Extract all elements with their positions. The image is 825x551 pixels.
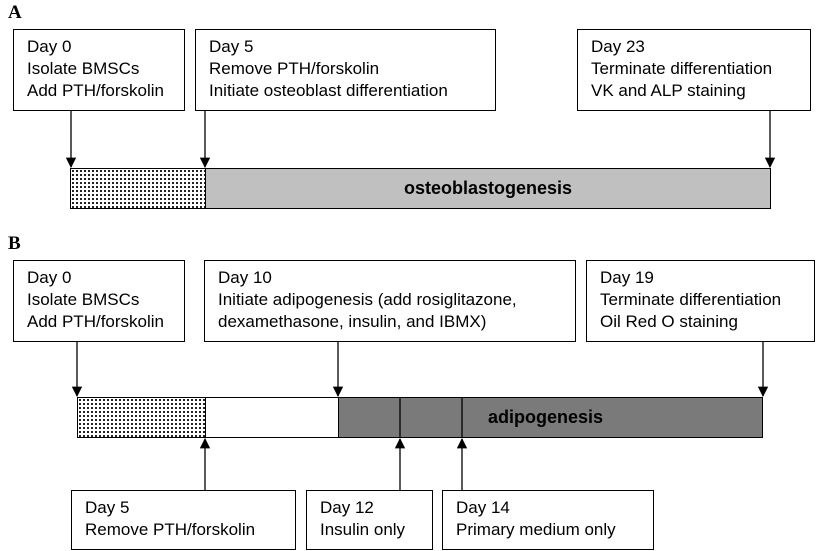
box-line: Oil Red O staining (600, 312, 738, 331)
box-line: Day 5 (209, 37, 254, 56)
panel-a-day5-box: Day 5 Remove PTH/forskolin Initiate oste… (195, 29, 496, 111)
panel-b-label: B (8, 233, 21, 254)
box-line: Initiate osteoblast differentiation (209, 81, 448, 100)
box-line: Insulin only (320, 520, 406, 539)
box-line: Remove PTH/forskolin (209, 59, 380, 78)
box-line: Isolate BMSCs (27, 59, 140, 78)
panel-b-day19-box: Day 19 Terminate differentiation Oil Red… (586, 260, 815, 342)
box-line: Day 12 (320, 498, 374, 517)
box-line: Day 0 (27, 268, 72, 287)
box-line: Terminate differentiation (591, 59, 773, 78)
box-line: Terminate differentiation (600, 290, 782, 309)
panel-b-day12-box: Day 12 Insulin only (306, 490, 433, 550)
panel-a-osteoblastogenesis-bar (205, 168, 771, 209)
box-line: Initiate adipogenesis (add rosiglitazone… (218, 290, 517, 309)
box-line: Remove PTH/forskolin (85, 520, 256, 539)
box-line: Day 14 (456, 498, 510, 517)
panel-b-day14-box: Day 14 Primary medium only (442, 490, 654, 550)
box-line: VK and ALP staining (591, 81, 746, 100)
panel-a-label: A (8, 2, 22, 23)
panel-b-day0-box: Day 0 Isolate BMSCs Add PTH/forskolin (13, 260, 185, 342)
panel-a-pth-period (70, 168, 206, 209)
box-line: Day 5 (85, 498, 130, 517)
box-line: Add PTH/forskolin (27, 81, 164, 100)
panel-b-pth-period (77, 397, 206, 438)
box-line: Primary medium only (456, 520, 616, 539)
panel-a-day0-box: Day 0 Isolate BMSCs Add PTH/forskolin (13, 29, 185, 111)
panel-a-bar-label: osteoblastogenesis (403, 178, 573, 198)
box-line: dexamethasone, insulin, and IBMX) (218, 312, 487, 331)
panel-a-day23-box: Day 23 Terminate differentiation VK and … (577, 29, 811, 111)
box-line: Add PTH/forskolin (27, 312, 164, 331)
box-line: Day 19 (600, 268, 654, 287)
box-line: Day 0 (27, 37, 72, 56)
panel-b-bar-label: adipogenesis (487, 407, 604, 427)
box-line: Isolate BMSCs (27, 290, 140, 309)
panel-b-adipogenesis-bar (338, 397, 763, 438)
box-line: Day 10 (218, 268, 272, 287)
box-line: Day 23 (591, 37, 645, 56)
panel-b-day5-box: Day 5 Remove PTH/forskolin (71, 490, 296, 550)
panel-b-day10-box: Day 10 Initiate adipogenesis (add rosigl… (204, 260, 576, 342)
